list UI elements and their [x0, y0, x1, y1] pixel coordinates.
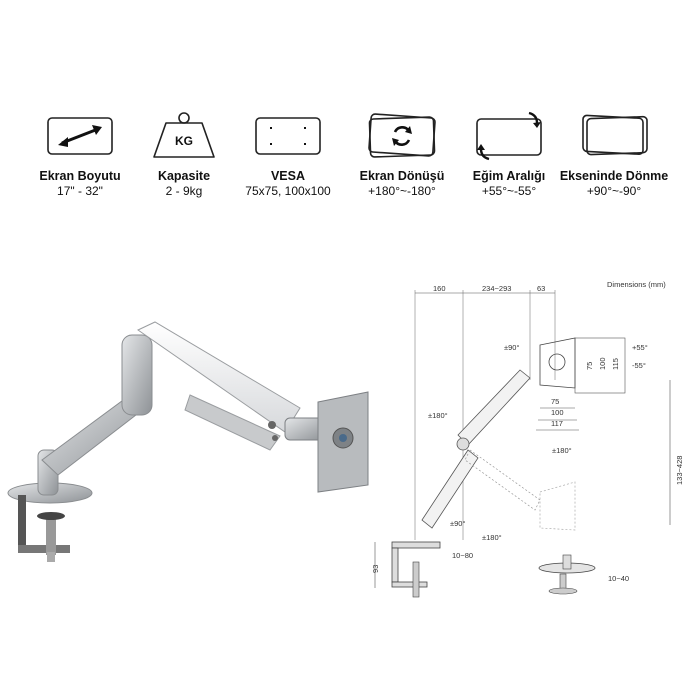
dim-height-range: 133~428 [675, 456, 684, 485]
double-arrow-icon [47, 117, 113, 155]
vesa-v-100: 100 [598, 357, 607, 370]
dimension-diagram: Dimensions (mm) 160 234~293 63 +55° -55°… [371, 280, 684, 598]
weight-icon: KG [153, 112, 215, 158]
spec-value: 75x75, 100x100 [245, 184, 331, 198]
spec-tilt: Eğim Aralığı +55°~-55° [451, 110, 567, 198]
spec-value: +55°~-55° [481, 184, 537, 198]
spec-capacity: KG Kapasite 2 - 9kg [126, 110, 242, 198]
spec-swivel: Ekseninde Dönme +90°~-90° [556, 110, 672, 198]
spec-vesa: VESA 75x75, 100x100 [230, 110, 346, 198]
diagram-caption: Dimensions (mm) [607, 280, 666, 289]
vesa-h-75: 75 [551, 397, 559, 406]
dim-reach: 234~293 [482, 284, 511, 293]
rotate-screen-icon [368, 113, 436, 158]
spec-title: Ekran Dönüşü [359, 169, 445, 183]
rotation-label-screen: ±180° [552, 446, 572, 455]
rotation-label-base-rotate: ±180° [482, 533, 502, 542]
tilt-icon [476, 111, 542, 161]
weight-icon-text: KG [175, 134, 193, 148]
spec-title: VESA [270, 169, 306, 183]
spec-screen-size: Ekran Boyutu 17" - 32" [22, 110, 138, 198]
vesa-pattern-icon [255, 117, 321, 155]
vesa-v-75: 75 [585, 362, 594, 370]
spec-title: Ekseninde Dönme [559, 169, 669, 183]
vesa-h-100: 100 [551, 408, 564, 417]
dim-base-height: 93 [371, 565, 380, 573]
dim-head: 63 [537, 284, 545, 293]
spec-title: Ekran Boyutu [39, 169, 121, 183]
swivel-icon [582, 114, 648, 156]
tilt-up-label: +55° [632, 343, 648, 352]
spec-value: 17" - 32" [57, 184, 103, 198]
rotation-label-elbow: ±180° [428, 411, 448, 420]
spec-rotation: Ekran Dönüşü +180°~-180° [344, 110, 460, 198]
monitor-arm-image [7, 321, 369, 562]
dim-clamp-range-2: 10~40 [608, 574, 629, 583]
spec-title: Kapasite [157, 169, 211, 183]
spec-value: +180°~-180° [368, 184, 436, 198]
rotation-label-base-swivel: ±90° [450, 519, 465, 528]
spec-title: Eğim Aralığı [472, 169, 546, 183]
vesa-v-115: 115 [611, 358, 620, 370]
dim-arm-depth: 160 [433, 284, 446, 293]
vesa-h-117: 117 [551, 419, 563, 428]
rotation-label-head-swivel: ±90° [504, 343, 519, 352]
dim-clamp-range-1: 10~80 [452, 551, 473, 560]
spec-value: 2 - 9kg [165, 184, 203, 198]
spec-value: +90°~-90° [586, 184, 642, 198]
tilt-down-label: -55° [632, 361, 646, 370]
